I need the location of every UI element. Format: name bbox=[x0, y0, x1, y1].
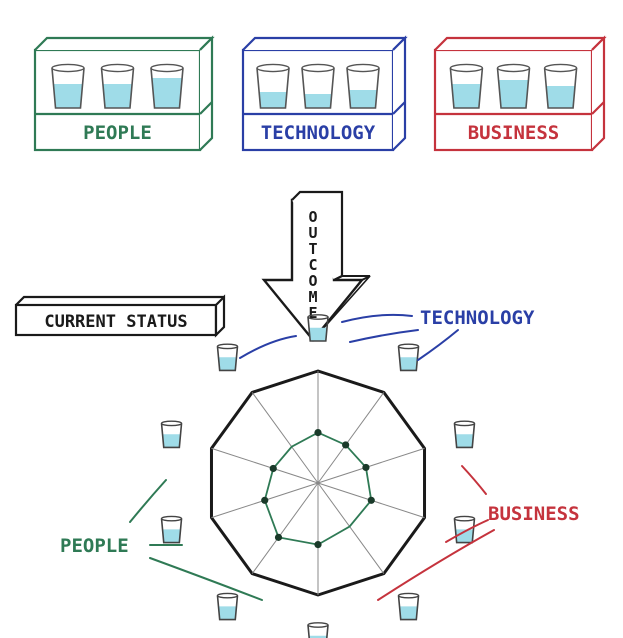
business-group-label: BUSINESS bbox=[488, 503, 580, 525]
radar-spoke bbox=[317, 392, 385, 484]
leader-line bbox=[341, 313, 413, 323]
water-cup-icon bbox=[51, 63, 85, 109]
water-cup-icon bbox=[453, 515, 476, 544]
radar-spoke bbox=[211, 447, 319, 484]
water-cup-icon bbox=[449, 63, 484, 109]
water-cup-icon bbox=[160, 515, 183, 544]
outcome-letter: E bbox=[308, 304, 317, 322]
water-cup-icon bbox=[256, 63, 290, 109]
water-cup-icon bbox=[307, 314, 329, 342]
leader-line bbox=[129, 479, 167, 523]
radar-data-point bbox=[261, 496, 269, 504]
leader-line bbox=[349, 329, 419, 343]
people-group-label: PEOPLE bbox=[60, 535, 129, 557]
radar-spoke bbox=[251, 482, 319, 574]
water-cup-icon bbox=[301, 63, 335, 109]
water-cup-icon bbox=[543, 63, 578, 109]
technology-group-label: TECHNOLOGY bbox=[420, 307, 535, 329]
radar-data-point bbox=[362, 463, 370, 472]
leader-line bbox=[377, 529, 495, 601]
leader-line bbox=[461, 465, 487, 495]
business-box-label: BUSINESS bbox=[468, 122, 560, 144]
water-cup-icon bbox=[397, 343, 420, 372]
outcome-letter: C bbox=[308, 256, 317, 274]
radar-spoke bbox=[317, 482, 385, 574]
water-cup-icon bbox=[216, 343, 239, 372]
current-status-label: CURRENT STATUS bbox=[44, 312, 187, 332]
people-box-label: PEOPLE bbox=[83, 122, 152, 144]
current-status-box: CURRENT STATUS bbox=[14, 294, 226, 338]
group-leader-lines bbox=[129, 313, 495, 601]
radar-spoke bbox=[251, 392, 319, 484]
radar-data-point bbox=[269, 464, 277, 473]
outcome-letter: O bbox=[308, 208, 317, 226]
technology-box-label: TECHNOLOGY bbox=[261, 122, 376, 144]
water-cup-icon bbox=[496, 63, 531, 109]
water-cup-icon bbox=[397, 592, 420, 621]
outcome-letter: O bbox=[308, 272, 317, 290]
radar-data-point bbox=[342, 441, 350, 449]
outcome-letter: T bbox=[308, 240, 317, 258]
water-cup-icon bbox=[216, 592, 239, 621]
radar-data-point bbox=[314, 541, 322, 549]
outcome-letter: U bbox=[308, 224, 317, 242]
outcome-letter: M bbox=[308, 288, 317, 306]
radar-spoke bbox=[317, 447, 425, 484]
people-box: PEOPLE bbox=[33, 35, 215, 152]
radar-data-point bbox=[274, 533, 283, 541]
radar-chart bbox=[160, 314, 476, 638]
water-cup-icon bbox=[100, 63, 135, 109]
radar-data-point bbox=[314, 429, 322, 437]
leader-line bbox=[417, 329, 459, 361]
technology-box: TECHNOLOGY bbox=[241, 35, 408, 152]
water-cup-icon bbox=[453, 420, 476, 449]
water-cup-icon bbox=[346, 63, 380, 109]
radar-data-point bbox=[367, 496, 375, 504]
water-cup-icon bbox=[307, 622, 329, 638]
business-box: BUSINESS bbox=[433, 35, 607, 152]
leader-line bbox=[239, 335, 297, 359]
water-cup-icon bbox=[160, 420, 183, 449]
leader-line bbox=[149, 557, 263, 601]
leader-line bbox=[445, 519, 489, 543]
water-cup-icon bbox=[150, 63, 184, 109]
